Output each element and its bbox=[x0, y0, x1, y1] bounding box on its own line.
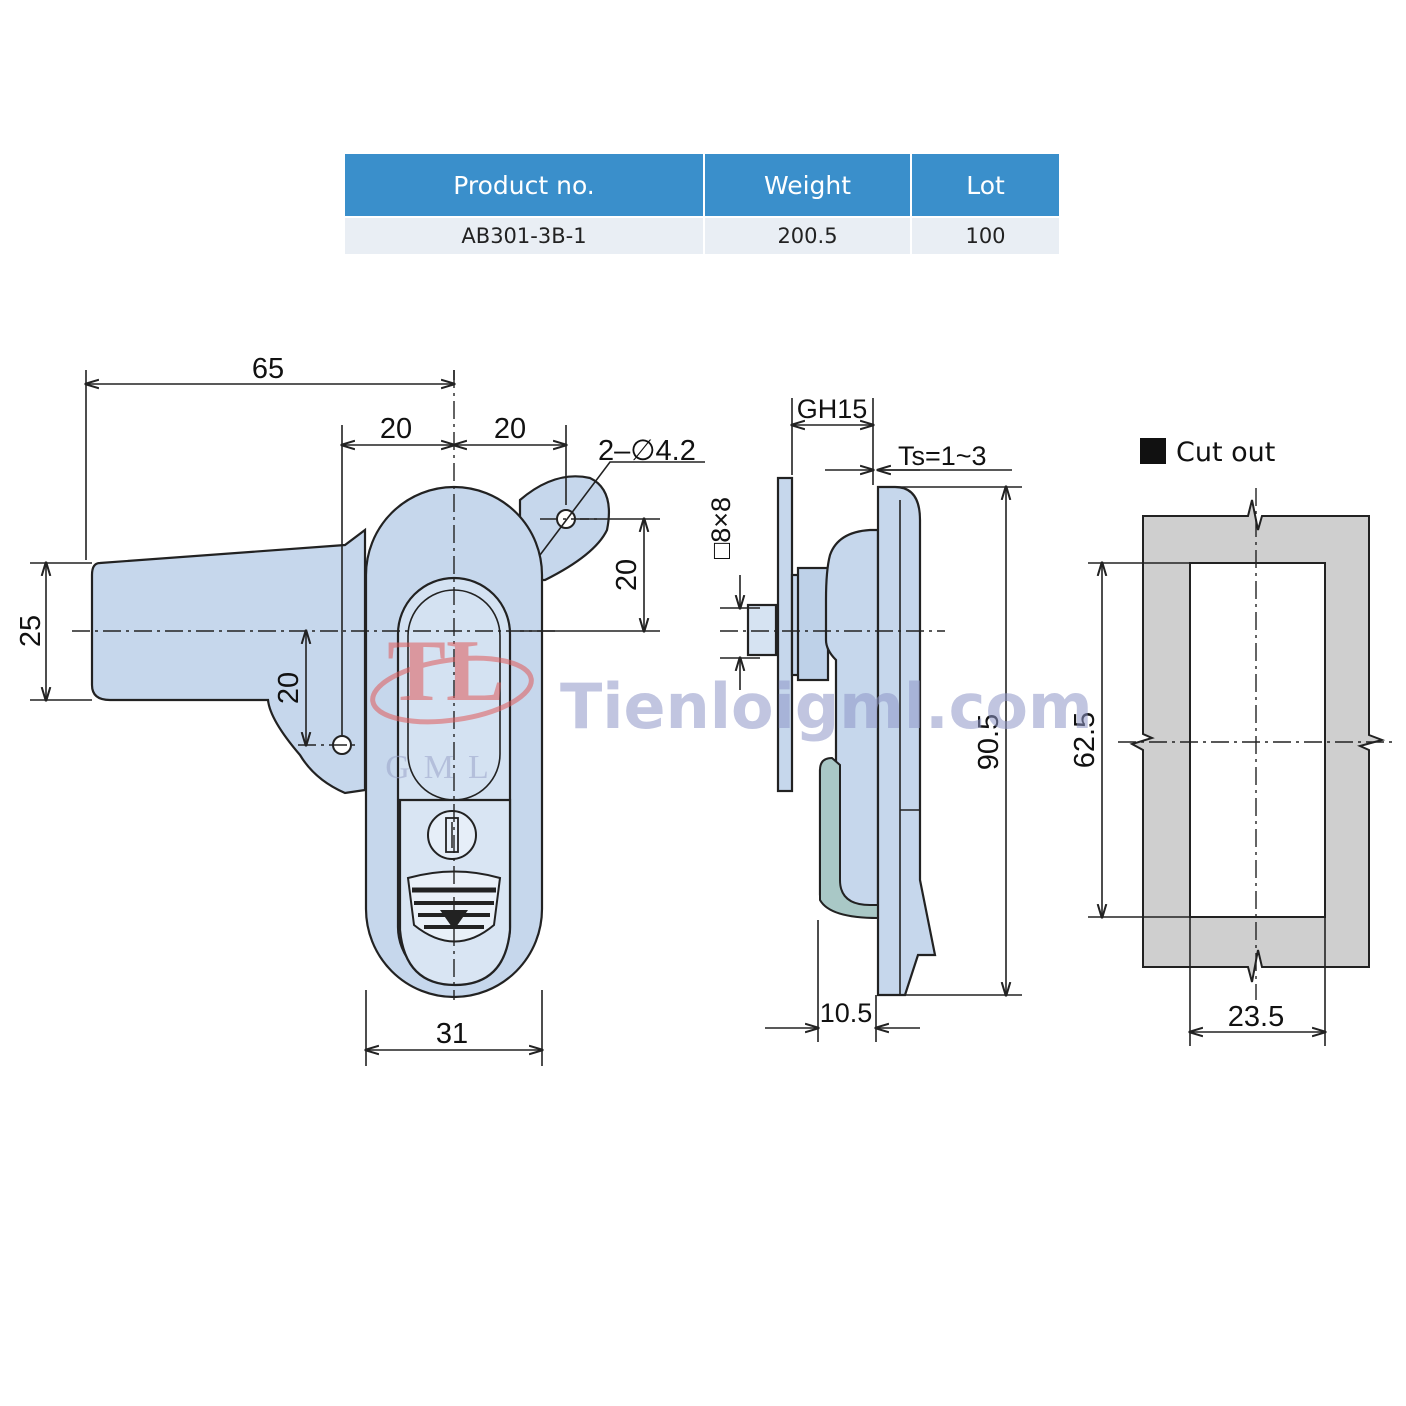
watermark-logo: TL bbox=[387, 623, 504, 720]
cutout-view: Cut out 62.5 23.5 bbox=[1069, 437, 1392, 1046]
dim-left-height: 25 bbox=[15, 615, 47, 647]
table-row: AB301-3B-1 200.5 100 bbox=[345, 216, 1059, 254]
dim-ts: Ts=1~3 bbox=[898, 441, 987, 471]
dim-square: □8×8 bbox=[706, 497, 736, 559]
cell-weight: 200.5 bbox=[704, 216, 912, 254]
dim-gh: GH15 bbox=[797, 394, 868, 424]
spec-table-header-row: Product no. Weight Lot bbox=[345, 154, 1059, 217]
back-plate bbox=[776, 476, 794, 793]
watermark: TL GML Tienloigml.com bbox=[370, 623, 1093, 786]
side-view: GH15 Ts=1~3 □8×8 90.5 10.5 bbox=[706, 394, 1022, 1042]
dim-hole-callout: 2–∅4.2 bbox=[598, 435, 696, 467]
dim-overall-width: 65 bbox=[252, 353, 284, 385]
cutout-title: Cut out bbox=[1176, 437, 1275, 468]
front-view: 65 20 20 2–∅4.2 20 25 20 31 bbox=[15, 353, 705, 1066]
dim-cutout-height: 62.5 bbox=[1069, 712, 1101, 768]
dim-body-width: 31 bbox=[436, 1018, 468, 1050]
hex-nut bbox=[746, 603, 778, 657]
lever-handle bbox=[90, 527, 367, 795]
dim-side-depth: 10.5 bbox=[820, 998, 873, 1028]
header-lot: Lot bbox=[911, 154, 1059, 217]
dim-left-spacing: 20 bbox=[380, 413, 412, 445]
dim-right-height: 20 bbox=[611, 559, 643, 591]
cell-product-no: AB301-3B-1 bbox=[345, 216, 705, 254]
header-product-no: Product no. bbox=[345, 154, 705, 217]
dim-lower-height: 20 bbox=[273, 672, 305, 704]
watermark-logo-sub: GML bbox=[385, 749, 503, 786]
watermark-site: Tienloigml.com bbox=[560, 670, 1093, 743]
dim-side-height: 90.5 bbox=[973, 714, 1005, 770]
key-cylinder-icon bbox=[427, 810, 477, 860]
cell-lot: 100 bbox=[911, 216, 1059, 254]
cutout-opening bbox=[1189, 562, 1326, 918]
header-weight: Weight bbox=[704, 154, 912, 217]
spec-table: Product no. Weight Lot AB301-3B-1 200.5 … bbox=[345, 154, 1059, 254]
legend-square-icon bbox=[1140, 438, 1166, 464]
dim-cutout-width: 23.5 bbox=[1228, 1001, 1284, 1033]
dim-right-spacing: 20 bbox=[494, 413, 526, 445]
